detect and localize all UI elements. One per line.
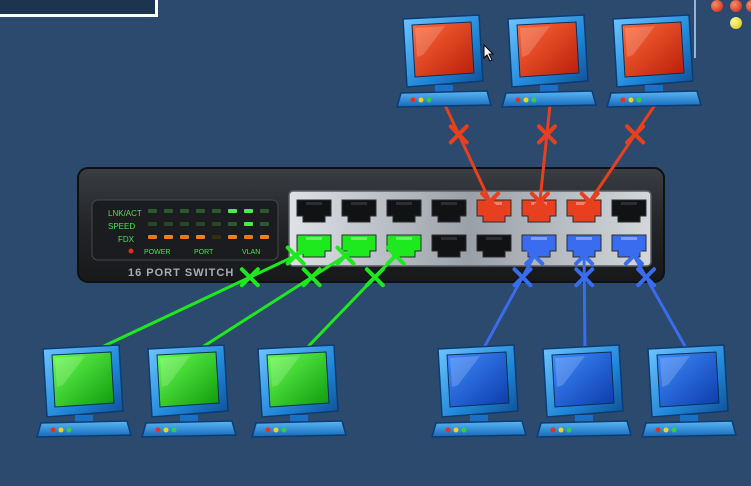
cable — [478, 246, 541, 356]
red-dot-1 — [711, 0, 723, 12]
status-led — [180, 235, 189, 239]
footer-label-vlan: VLAN — [242, 249, 260, 256]
title-bar — [0, 0, 158, 17]
status-leds — [148, 209, 269, 239]
blocked-marker — [636, 267, 657, 288]
computer-icon[interactable] — [430, 344, 527, 438]
status-led — [164, 222, 173, 226]
status-led — [196, 235, 205, 239]
divider-line — [694, 0, 696, 58]
status-led — [164, 235, 173, 239]
switch-port[interactable] — [566, 234, 602, 258]
status-led — [196, 222, 205, 226]
switch-port[interactable] — [611, 199, 647, 223]
cable — [627, 246, 692, 356]
computer-icon[interactable] — [35, 344, 132, 438]
status-led — [148, 235, 157, 239]
status-led — [244, 222, 253, 226]
cable — [582, 104, 657, 211]
led-label-lnk: LNK/ACT — [108, 209, 142, 218]
mouse-cursor-icon — [483, 44, 495, 62]
switch-port[interactable] — [431, 234, 467, 258]
switch-port[interactable] — [341, 199, 377, 223]
status-led — [260, 209, 269, 213]
cable — [443, 104, 496, 211]
blocked-marker — [524, 245, 545, 266]
led-label-speed: SPEED — [108, 222, 135, 231]
blocked-marker — [335, 245, 356, 266]
switch-model-label: 16 PORT SWITCH — [128, 267, 234, 279]
cable — [84, 245, 315, 357]
status-led — [260, 222, 269, 226]
status-led — [228, 235, 237, 239]
blocked-marker — [574, 245, 595, 266]
blocked-marker — [512, 267, 533, 288]
red-dot-2 — [730, 0, 742, 12]
status-led — [244, 235, 253, 239]
cables — [84, 104, 692, 357]
blocked-marker — [301, 267, 322, 288]
network-switch: LNK/ACT SPEED FDX POWER PORT VLAN 16 POR… — [77, 167, 665, 283]
computer-icon[interactable] — [395, 14, 492, 108]
switch-port[interactable] — [431, 199, 467, 223]
blocked-marker — [536, 124, 557, 145]
blocked-marker — [529, 191, 550, 212]
computers — [35, 14, 737, 438]
blocked-marker — [480, 191, 501, 212]
blocked-marker — [364, 267, 385, 288]
computer-icon[interactable] — [500, 14, 597, 108]
cable — [189, 245, 360, 357]
blocked-marker — [239, 267, 260, 288]
footer-label-power: POWER — [144, 249, 170, 256]
switch-port[interactable] — [296, 199, 332, 223]
blocked-marker — [574, 267, 595, 288]
blocked-marker — [623, 245, 644, 266]
status-led — [228, 209, 237, 213]
cable-markers — [239, 124, 657, 288]
blocked-marker — [625, 124, 646, 145]
computer-icon[interactable] — [640, 344, 737, 438]
status-led — [212, 235, 221, 239]
status-led — [260, 235, 269, 239]
status-led — [228, 222, 237, 226]
status-led — [164, 209, 173, 213]
switch-port[interactable] — [386, 199, 422, 223]
red-dot-3 — [746, 0, 751, 12]
status-led — [212, 209, 221, 213]
status-led — [212, 222, 221, 226]
blocked-marker — [448, 124, 469, 145]
status-led — [148, 209, 157, 213]
blocked-marker — [579, 191, 600, 212]
cable — [582, 246, 587, 356]
blocked-marker — [385, 245, 406, 266]
computer-icon[interactable] — [535, 344, 632, 438]
computer-icon[interactable] — [605, 14, 702, 108]
blocked-marker — [285, 245, 306, 266]
footer-label-port: PORT — [194, 249, 214, 256]
led-label-fdx: FDX — [118, 235, 135, 244]
power-led — [128, 248, 134, 254]
status-led — [244, 209, 253, 213]
switch-port[interactable] — [476, 234, 512, 258]
status-led — [148, 222, 157, 226]
status-led — [196, 209, 205, 213]
port-panel — [288, 190, 652, 267]
cable — [537, 104, 552, 211]
computer-icon[interactable] — [140, 344, 237, 438]
yellow-dot — [730, 17, 742, 29]
status-led — [180, 209, 189, 213]
led-panel — [91, 199, 279, 261]
status-led — [180, 222, 189, 226]
computer-icon[interactable] — [250, 344, 347, 438]
